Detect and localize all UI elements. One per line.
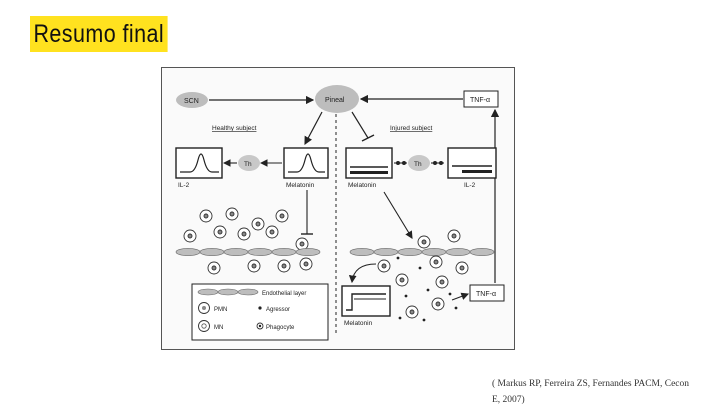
legend-phagocyte-dot	[258, 324, 262, 328]
injured-cells	[377, 229, 469, 319]
il2-left-label: IL-2	[178, 182, 190, 189]
legend-phagocyte-label: Phagocyte	[266, 325, 295, 331]
il2-right-box	[447, 147, 497, 179]
il2-right-label: IL-2	[464, 182, 476, 189]
th-right-dot-b	[439, 161, 443, 165]
melatonin-bottom-label: Melatonin	[344, 320, 373, 327]
legend-endothelial-swatch	[197, 288, 259, 296]
diagram-figure: SCN Pineal TNF-α Healthy subject Injured…	[161, 67, 515, 350]
legend-agressor-icon	[258, 306, 262, 310]
legend-pmn-label: PMN	[214, 307, 227, 313]
agressor-dots	[396, 256, 458, 322]
endothelial-layer-right	[349, 248, 495, 256]
legend-pmn-nucleus	[202, 306, 206, 310]
il2-right-bar	[462, 170, 492, 173]
th-right-label: Th	[414, 161, 422, 168]
tnf-top-box	[463, 90, 499, 108]
legend-endothelial-label: Endothelial layer	[262, 291, 306, 297]
citation: ( Markus RP, Ferreira ZS, Fernandes PACM…	[492, 376, 718, 408]
cells-to-tnf-arrow	[451, 292, 470, 301]
scn-node	[176, 92, 208, 108]
il2-left-box	[175, 147, 223, 179]
citation-line-2: E, 2007)	[492, 395, 525, 405]
tnf-bottom-label: TNF-α	[476, 291, 496, 298]
melatonin-to-cells-arrow	[383, 191, 413, 239]
melatonin-left-curve	[288, 153, 325, 173]
endothelial-layer-left	[175, 248, 321, 256]
melatonin-left-box	[283, 147, 329, 179]
pineal-node	[315, 85, 359, 113]
th-mid-dot-b	[402, 161, 406, 165]
th-mid-dot-a	[396, 161, 400, 165]
il2-left-curve	[180, 153, 219, 173]
melatonin-bottom-step	[346, 293, 386, 311]
slide-title: Resumo final	[30, 16, 168, 52]
citation-line-1: ( Markus RP, Ferreira ZS, Fernandes PACM…	[492, 379, 690, 389]
legend-agressor-label: Agressor	[266, 307, 290, 313]
tnf-top-label: TNF-α	[470, 97, 490, 104]
melatonin-mid-label: Melatonin	[348, 182, 377, 189]
legend-mn-label: MN	[214, 325, 223, 331]
cells-to-melatonin-arrow	[348, 263, 377, 284]
pineal-inhibition-bar	[361, 134, 375, 142]
th-left-label: Th	[244, 161, 252, 168]
healthy-cells	[183, 207, 309, 251]
melatonin-mid-bar	[350, 171, 388, 174]
healthy-subject-label: Healthy subject	[212, 125, 257, 132]
healthy-cells-below	[207, 257, 313, 275]
scn-label: SCN	[184, 98, 199, 105]
diagram-svg: SCN Pineal TNF-α Healthy subject Injured…	[175, 85, 505, 341]
legend-mn-nucleus	[201, 323, 207, 329]
melatonin-bottom-box	[341, 285, 391, 317]
tnf-bottom-box	[469, 284, 505, 302]
pineal-to-melatonin-arrow	[304, 111, 323, 146]
pineal-label: Pineal	[325, 97, 345, 104]
th-left-node	[238, 155, 260, 171]
injured-subject-label: Injured subject	[390, 125, 432, 132]
melatonin-left-label: Melatonin	[286, 182, 315, 189]
th-right-dot-a	[433, 161, 437, 165]
pineal-inhibition-line	[351, 111, 369, 139]
th-right-node	[408, 155, 430, 171]
